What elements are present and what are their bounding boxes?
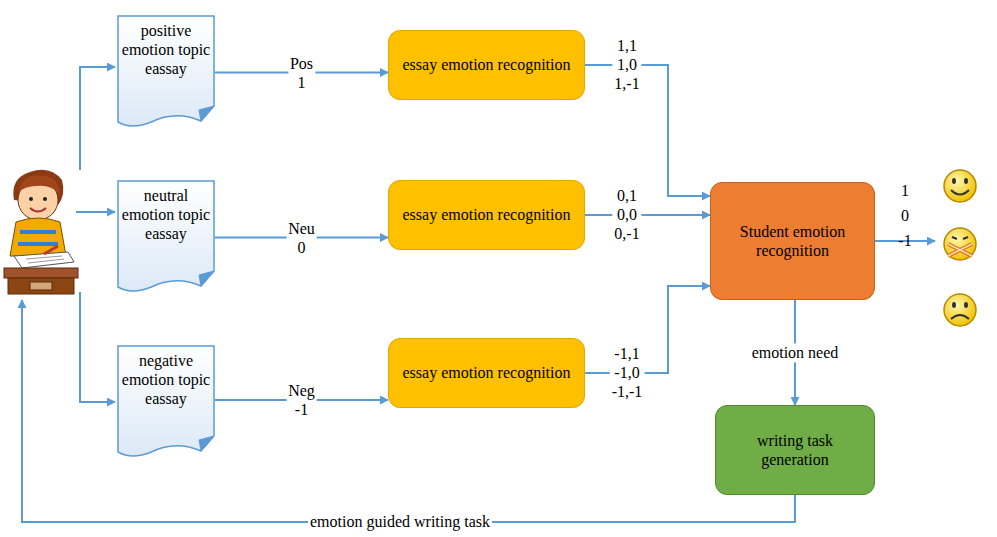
recognition-box: essay emotion recognition	[388, 338, 585, 408]
node-text-group: essay emotion recognition	[397, 363, 576, 382]
node-label: neutral emotion topic eassay	[121, 186, 211, 244]
feedback-label: emotion guided writing task	[308, 512, 492, 531]
edge-label: Neu 0	[286, 218, 317, 256]
edge-label: -1,1 -1,0 -1,-1	[610, 344, 645, 402]
task-generation-box: writing task generation	[715, 405, 875, 495]
node-label: essay emotion recognition	[397, 205, 576, 224]
node-text-group: positive emotion topic eassay	[121, 21, 211, 79]
node-label: Student emotion recognition	[719, 222, 866, 260]
node-text-group: Student emotion recognition	[719, 222, 866, 260]
node-text-group: essay emotion recognition	[397, 205, 576, 224]
sad-face	[944, 294, 976, 326]
connector-arrow	[585, 286, 710, 373]
recognition-box: essay emotion recognition	[388, 30, 585, 100]
silent-face	[944, 228, 976, 260]
node-label: negative emotion topic eassay	[121, 351, 211, 409]
node-text-group: writing task generation	[724, 431, 866, 469]
output-value: 1	[899, 181, 911, 200]
student-recognition-box: Student emotion recognition	[710, 182, 875, 300]
node-label: essay emotion recognition	[397, 363, 576, 382]
edge-label: 1,1 1,0 1,-1	[612, 36, 641, 94]
topic-essay-doc: positive emotion topic eassay	[117, 15, 215, 130]
recognition-box: essay emotion recognition	[388, 180, 585, 250]
topic-essay-doc: neutral emotion topic eassay	[117, 180, 215, 295]
edge-label: Pos 1	[288, 53, 315, 91]
input-lines	[22, 67, 935, 522]
happy-face	[944, 170, 976, 202]
node-label: essay emotion recognition	[397, 55, 576, 74]
node-label: positive emotion topic eassay	[121, 21, 211, 79]
node-text-group: neutral emotion topic eassay	[121, 186, 211, 244]
node-text-group: essay emotion recognition	[397, 55, 576, 74]
edge-label: 0,1 0,0 0,-1	[612, 186, 641, 244]
edge-label: Neg -1	[286, 381, 317, 419]
node-label: writing task generation	[724, 431, 866, 469]
edge-label: emotion need	[750, 343, 841, 362]
output-value: -1	[896, 231, 913, 250]
student-illustration	[4, 170, 78, 294]
output-value: 0	[899, 206, 911, 225]
connector-arrow	[585, 65, 710, 196]
topic-essay-doc: negative emotion topic eassay	[117, 345, 215, 460]
node-text-group: negative emotion topic eassay	[121, 351, 211, 409]
connector-arrow	[585, 214, 710, 216]
